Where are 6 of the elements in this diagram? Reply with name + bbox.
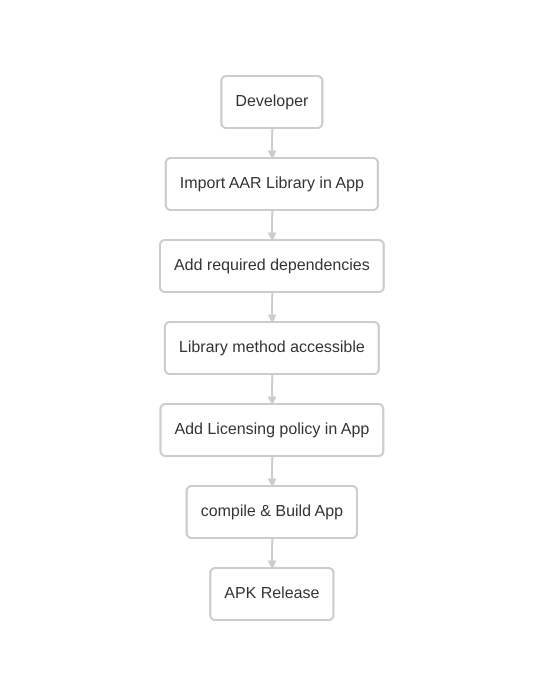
arrow: [268, 128, 277, 159]
arrow: [268, 456, 277, 487]
arrow: [268, 292, 277, 323]
arrow: [268, 538, 277, 569]
arrow: [268, 374, 277, 405]
arrow: [268, 210, 277, 241]
